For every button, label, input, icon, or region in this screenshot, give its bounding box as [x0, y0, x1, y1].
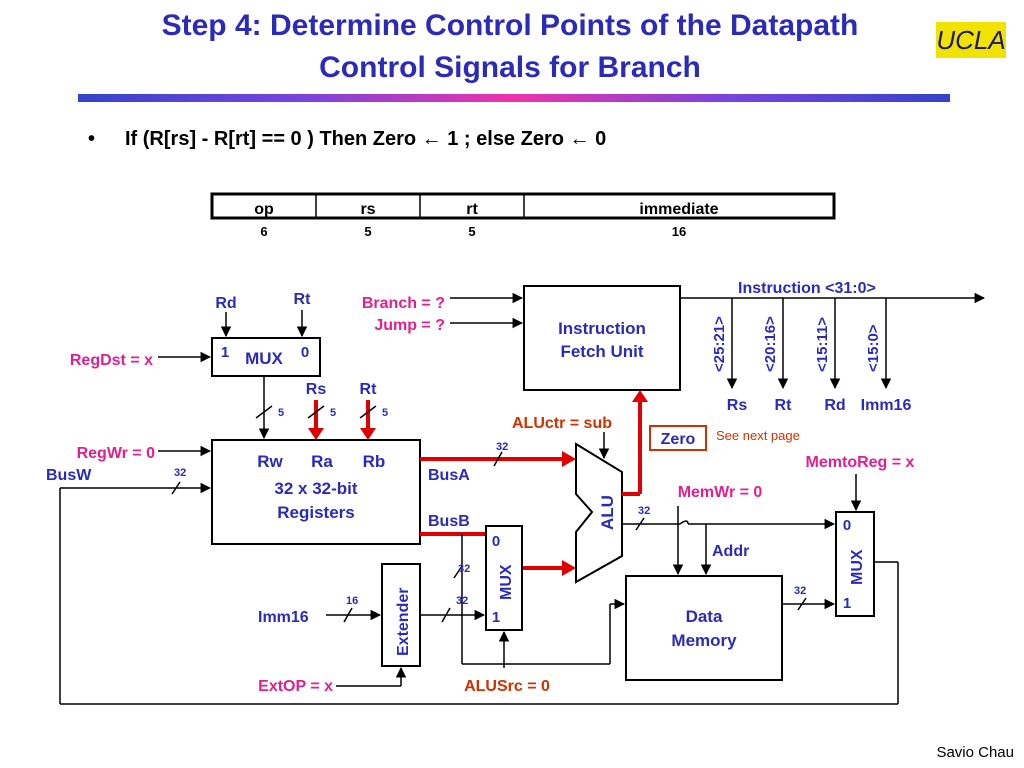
ext-width: 32 — [456, 595, 468, 607]
instruction-bus-label: Instruction <31:0> — [738, 280, 876, 297]
rb-label: Rb — [363, 452, 386, 471]
extop-signal: ExtOP = x — [258, 678, 333, 695]
tap-output-rt: Rt — [775, 397, 793, 414]
see-next-page-note: See next page — [716, 428, 800, 443]
regdst-mux-label: MUX — [245, 349, 283, 368]
busb-width: 32 — [458, 563, 470, 575]
regdst-signal: RegDst = x — [70, 352, 153, 369]
rt-input-label: Rt — [294, 291, 312, 308]
footer-author: Savio Chau — [936, 744, 1014, 761]
field-immediate: immediate — [639, 201, 718, 218]
addr-label: Addr — [712, 543, 749, 560]
rs-label: Rs — [306, 381, 327, 398]
zero-box — [649, 425, 707, 451]
memtoreg-mux-in0: 0 — [843, 517, 851, 534]
bullet-marker: • — [88, 128, 96, 150]
memtoreg-mux-in1: 1 — [843, 595, 851, 612]
alu: ALU — [575, 442, 623, 584]
busa-label: BusA — [428, 467, 470, 484]
memory-label-line2: Memory — [671, 631, 737, 650]
tap-label-15-11: <15:11> — [814, 317, 831, 372]
alusrc-mux: 0 MUX 1 — [485, 525, 523, 631]
bits-rs: 5 — [364, 224, 371, 239]
alusrc-mux-in0: 0 — [492, 533, 500, 550]
bullet-text: If (R[rs] - R[rt] == 0 ) Then Zero ← 1 ;… — [125, 128, 607, 150]
register-file: Rw Ra Rb 32 x 32-bit Registers — [211, 439, 421, 545]
regdst-mux: 1 MUX 0 — [211, 337, 321, 377]
rt-label: Rt — [360, 381, 378, 398]
bits-op: 6 — [260, 224, 267, 239]
alusrc-mux-in1: 1 — [492, 609, 500, 626]
slide-title-line1: Step 4: Determine Control Points of the … — [161, 9, 859, 42]
zero-label: Zero — [661, 431, 696, 448]
tap-label-20-16: <20:16> — [762, 316, 779, 372]
tap-output-rs: Rs — [727, 397, 748, 414]
extender: Extender — [381, 563, 421, 667]
rw-label: Rw — [257, 452, 283, 471]
tap-output-rd: Rd — [824, 397, 845, 414]
field-rs: rs — [360, 201, 375, 218]
extender-label: Extender — [395, 588, 412, 656]
memwr-signal: MemWr = 0 — [678, 484, 763, 501]
tap-output-imm16: Imm16 — [861, 397, 912, 414]
regdst-mux-in0: 0 — [301, 344, 309, 361]
branch-signal: Branch = ? — [362, 295, 445, 312]
data-memory: Data Memory — [625, 575, 783, 681]
aluctr-signal: ALUctr = sub — [512, 415, 612, 432]
ucla-logo: UCLA — [936, 22, 1006, 58]
ifu-label-line1: Instruction — [558, 319, 646, 338]
jump-signal: Jump = ? — [374, 317, 445, 334]
field-op: op — [254, 201, 274, 218]
alusrc-signal: ALUSrc = 0 — [464, 678, 550, 695]
instruction-fetch-unit: Instruction Fetch Unit — [523, 285, 681, 391]
alu-out-width: 32 — [638, 505, 650, 517]
regdst-mux-in1: 1 — [221, 344, 229, 361]
ifu-label-line2: Fetch Unit — [560, 342, 643, 361]
busa-width: 32 — [496, 441, 508, 453]
imm16-width: 16 — [346, 595, 358, 607]
busw-width: 32 — [174, 467, 186, 479]
rd-input-label: Rd — [215, 295, 236, 312]
bits-immediate: 16 — [672, 224, 686, 239]
title-underline — [78, 94, 950, 102]
memtoreg-mux-label: MUX — [849, 549, 866, 585]
regfile-label-line1: 32 x 32-bit — [274, 479, 357, 498]
slide-title-line2: Control Signals for Branch — [319, 51, 701, 84]
busb-label: BusB — [428, 513, 470, 530]
tap-label-25-21: <25:21> — [711, 316, 728, 372]
imm16-label: Imm16 — [258, 609, 309, 626]
memtoreg-mux: 0 MUX 1 — [835, 511, 875, 617]
mem-out-width: 32 — [794, 585, 806, 597]
tap-label-15-0: <15:0> — [865, 324, 882, 372]
busw-label: BusW — [46, 467, 92, 484]
rw-width: 5 — [278, 407, 284, 419]
alusrc-mux-label: MUX — [498, 564, 515, 600]
field-rt: rt — [466, 201, 478, 218]
ra-label: Ra — [311, 452, 333, 471]
rb-width: 5 — [382, 407, 388, 419]
regfile-label-line2: Registers — [277, 503, 354, 522]
instruction-taps: <25:21> <20:16> <15:11> <15:0> Rs Rt Rd … — [711, 298, 911, 414]
ra-width: 5 — [330, 407, 336, 419]
alu-label: ALU — [598, 495, 617, 530]
instruction-format: op rs rt immediate 6 5 5 16 — [210, 192, 836, 239]
regwr-signal: RegWr = 0 — [77, 445, 156, 462]
memory-label-line1: Data — [686, 607, 723, 626]
memtoreg-signal: MemtoReg = x — [806, 454, 915, 471]
bits-rt: 5 — [468, 224, 475, 239]
